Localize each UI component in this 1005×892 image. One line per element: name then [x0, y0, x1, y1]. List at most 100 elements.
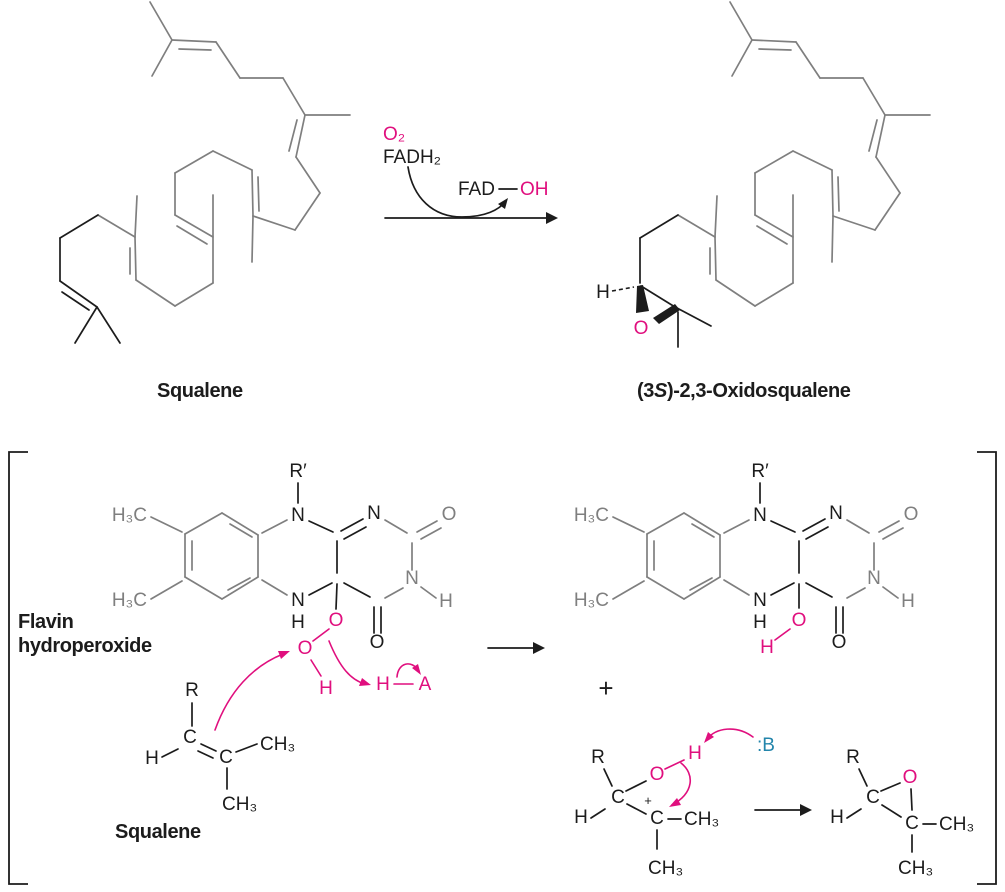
bond-line	[683, 512, 721, 536]
bond-line	[878, 520, 900, 533]
bond-line	[229, 523, 253, 538]
alkene-carbon-1: C	[183, 727, 197, 748]
electron-arrow-alkene-to-oxygen	[214, 653, 284, 731]
flavin2-black-bonds	[759, 482, 844, 634]
bond-line	[882, 527, 904, 540]
c4-carbonyl-oxygen-2: O	[832, 632, 847, 653]
bond-line	[881, 804, 902, 818]
bond-line	[875, 156, 901, 194]
bond-line	[868, 119, 878, 152]
squalene-label: Squalene	[157, 380, 243, 402]
cofactor-arrowhead	[498, 198, 508, 209]
bond-line	[149, 1, 173, 41]
bond-line	[626, 803, 647, 815]
alkene-carbon-2: C	[219, 747, 233, 768]
peroxide-oxygen-1: O	[329, 610, 344, 631]
stereo-hydrogen: H	[596, 282, 610, 303]
methyl-down: CH₃	[222, 794, 257, 815]
flavin-label-line1: Flavin	[18, 611, 73, 633]
bond-line	[723, 579, 750, 596]
bond-line	[612, 580, 645, 600]
bond-line	[802, 518, 826, 532]
bond-line	[639, 214, 679, 239]
peroxide-oxygen-2: O	[298, 638, 313, 659]
bond-line	[715, 279, 756, 307]
methyl-right: CH₃	[260, 734, 295, 755]
bond-line	[161, 748, 179, 758]
squalene-terminal-bonds	[59, 214, 121, 344]
bond-line	[171, 39, 217, 43]
n1-nitrogen: N	[367, 503, 381, 524]
r-prime-group-2: R′	[751, 461, 769, 482]
cation-methyl-right: CH₃	[684, 809, 719, 830]
bond-line	[714, 195, 718, 238]
squalene-bonds	[97, 1, 351, 307]
oxygen-reagent: O₂	[383, 124, 405, 145]
bond-line	[135, 279, 176, 307]
bond-line	[197, 750, 214, 759]
oxidosqualene-bonds	[677, 1, 931, 307]
methyl-lower: H₃C	[112, 590, 147, 611]
peroxide-hydrogen: H	[319, 678, 333, 699]
bond-line	[416, 520, 438, 533]
bond-line	[831, 215, 834, 263]
bond-line	[676, 307, 712, 327]
oxidosqualene-structure: H O	[596, 1, 931, 348]
bond-line	[310, 659, 322, 677]
bond-line	[774, 628, 791, 641]
product-carbon-1: C	[866, 787, 880, 808]
cation-hydrogen: H	[574, 807, 588, 828]
bond-line	[846, 587, 866, 599]
bond-line	[714, 236, 717, 281]
bond-line	[880, 782, 901, 792]
bond-line	[235, 743, 258, 753]
bond-line	[134, 195, 138, 238]
flavin2-gray-bonds	[612, 512, 904, 600]
r-prime-group: R′	[289, 461, 307, 482]
n5-hydrogen: H	[291, 612, 305, 633]
bond-line	[756, 225, 788, 245]
bond-line	[257, 176, 260, 212]
bond-line	[882, 586, 899, 599]
bond-line	[770, 582, 795, 596]
bond-line	[646, 512, 685, 535]
n3-hydrogen: H	[439, 591, 453, 612]
electron-arrow-oo-to-ha	[328, 640, 366, 685]
bond-line	[731, 39, 753, 77]
oh-proton: H	[688, 743, 702, 764]
acid-a: A	[419, 674, 432, 695]
bond-line	[212, 150, 253, 171]
mechanism-squalene-label: Squalene	[115, 821, 201, 843]
flavin-hydroperoxide-label: Flavin hydroperoxide	[18, 611, 152, 657]
fadh2-reagent: FADH₂	[383, 147, 441, 168]
bond-line	[308, 520, 334, 533]
cation-carbon-1: C	[611, 787, 625, 808]
flavin-black-bonds	[297, 482, 382, 634]
flavin-hydroxide-structure: R′ N N N H O H₃C H₃C O N H	[574, 461, 919, 653]
squalene-alkene-fragment: R C H C CH₃ CH₃	[145, 680, 295, 815]
bond-line	[858, 768, 868, 787]
n10-nitrogen-2: N	[753, 505, 767, 526]
product-methyl-right: CH₃	[939, 814, 974, 835]
mechanism-arrowhead-1	[533, 642, 545, 654]
bond-line	[846, 808, 862, 819]
product-epoxide-oxygen: O	[903, 767, 918, 788]
n10-nitrogen: N	[291, 505, 305, 526]
bond-line	[261, 519, 288, 534]
bond-line	[723, 519, 750, 534]
bond-line	[176, 225, 208, 245]
bond-line	[184, 576, 223, 600]
bond-line	[174, 150, 214, 174]
bond-line	[174, 214, 214, 238]
bond-line	[288, 119, 298, 152]
bond-line	[792, 150, 833, 171]
mechanism-arrowhead-2	[800, 804, 812, 816]
bond-line	[227, 577, 251, 591]
bond-line	[251, 169, 254, 217]
bond-line	[910, 788, 913, 811]
n3-nitrogen: N	[405, 568, 419, 589]
bond-line	[184, 512, 223, 535]
cation-methyl-down: CH₃	[648, 858, 683, 879]
bond-line	[729, 1, 753, 41]
bond-line	[625, 780, 647, 792]
